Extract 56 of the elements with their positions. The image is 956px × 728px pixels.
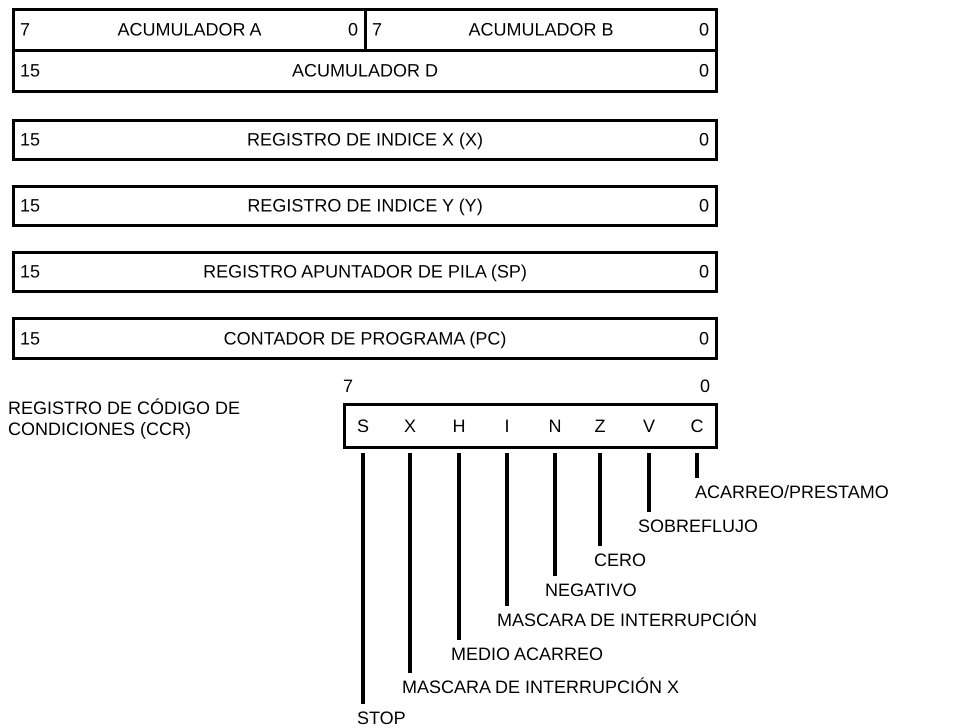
register-box [12, 185, 718, 227]
leader-line [647, 453, 651, 512]
bit-number: 0 [698, 262, 709, 282]
register-box [343, 403, 718, 449]
bit-number: 7 [343, 376, 354, 397]
register-name: ACUMULADOR A [117, 20, 262, 40]
flag-letter: Z [588, 406, 612, 446]
register-name: ACUMULADOR D [292, 60, 438, 82]
bit-number: 0 [698, 328, 709, 349]
bit-number: 0 [698, 60, 709, 82]
flag-letter: H [447, 406, 471, 446]
bit-number: 0 [348, 20, 358, 40]
register-name: REGISTRO APUNTADOR DE PILA (SP) [203, 262, 527, 282]
register-name: ACUMULADOR B [468, 20, 614, 40]
leader-line [505, 453, 509, 606]
flag-description: MASCARA DE INTERRUPCIÓN X [402, 677, 680, 698]
bit-number: 15 [20, 262, 40, 282]
flag-letter: C [685, 406, 709, 446]
flag-description: MASCARA DE INTERRUPCIÓN [497, 610, 758, 631]
flag-letter: V [637, 406, 661, 446]
bit-number: 0 [698, 130, 709, 150]
register-box [364, 8, 718, 52]
leader-line [695, 453, 699, 478]
flag-letter: I [495, 406, 519, 446]
flag-description: NEGATIVO [545, 580, 637, 601]
register-name: REGISTRO DE INDICE Y (Y) [247, 196, 483, 216]
register-name: REGISTRO DE INDICE X (X) [246, 130, 484, 150]
leader-line [553, 453, 557, 576]
bit-number: 15 [20, 328, 40, 349]
bit-number: 7 [372, 20, 382, 40]
bit-number: 15 [20, 196, 40, 216]
leader-line [598, 453, 602, 546]
flag-description: SOBREFLUJO [638, 516, 758, 537]
register-box [12, 119, 718, 161]
leader-line [361, 453, 365, 704]
bit-number: 0 [700, 376, 710, 397]
flag-letter: N [543, 406, 567, 446]
register-caption: REGISTRO DE CÓDIGO DE CONDICIONES (CCR) [8, 398, 242, 440]
leader-line [408, 453, 412, 673]
flag-description: CERO [594, 550, 646, 571]
bit-number: 0 [698, 20, 709, 40]
register-box [12, 8, 367, 52]
flag-description: ACARREO/PRESTAMO [695, 482, 889, 503]
register-name: CONTADOR DE PROGRAMA (PC) [224, 328, 506, 349]
bit-number: 0 [698, 196, 709, 216]
flag-description: MEDIO ACARREO [451, 644, 604, 665]
bit-number: 15 [20, 60, 40, 82]
bit-number: 7 [20, 20, 30, 40]
register-box [12, 317, 718, 360]
leader-line [457, 453, 461, 640]
bit-number: 15 [20, 130, 40, 150]
flag-letter: X [398, 406, 422, 446]
flag-letter: S [351, 406, 375, 446]
register-box [12, 251, 718, 293]
register-box [12, 49, 718, 93]
flag-description: STOP [357, 708, 406, 728]
